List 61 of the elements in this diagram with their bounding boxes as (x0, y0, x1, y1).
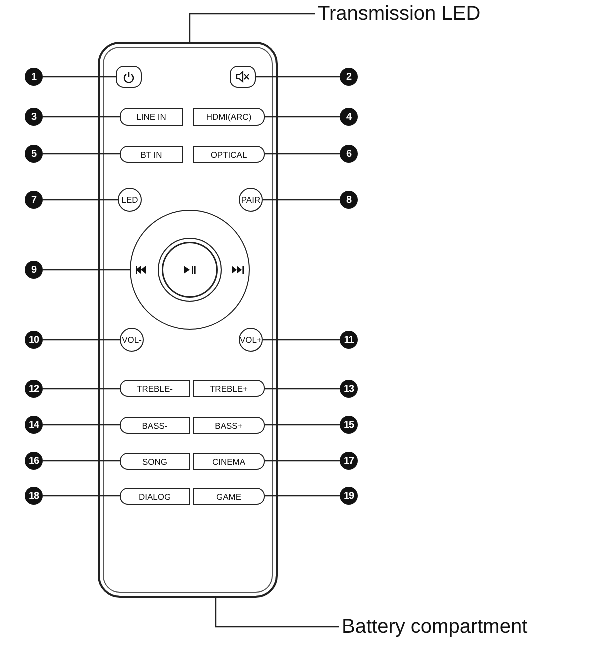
callout-number: 19 (340, 487, 358, 505)
callout-number: 11 (340, 331, 358, 349)
mode-button: GAME (193, 488, 265, 505)
leader-line (43, 116, 120, 118)
leader-line (43, 76, 116, 78)
volume-button: VOL+ (239, 328, 263, 352)
leader-line (265, 153, 340, 155)
tone-button: TREBLE- (120, 380, 190, 397)
callout-number: 10 (25, 331, 43, 349)
leader-line (256, 76, 340, 78)
mute-button (230, 66, 256, 88)
callout-number: 8 (340, 191, 358, 209)
callout-number: 16 (25, 452, 43, 470)
leader-line (265, 116, 340, 118)
callout-label: Transmission LED (318, 2, 518, 26)
mode-button: CINEMA (193, 453, 265, 470)
input-button: BT IN (120, 146, 183, 163)
leader-line (265, 388, 340, 390)
callout-number: 7 (25, 191, 43, 209)
leader-line (43, 199, 118, 201)
leader-line (43, 495, 120, 497)
remote-control-body (98, 42, 278, 598)
leader-line (189, 13, 315, 42)
callout-number: 1 (25, 68, 43, 86)
tone-button: BASS+ (193, 417, 265, 434)
input-button: LINE IN (120, 108, 183, 126)
callout-number: 17 (340, 452, 358, 470)
callout-number: 3 (25, 108, 43, 126)
leader-line (43, 388, 120, 390)
callout-number: 9 (25, 261, 43, 279)
callout-label: Battery compartment (342, 614, 582, 640)
callout-number: 12 (25, 380, 43, 398)
callout-number: 14 (25, 416, 43, 434)
leader-line (215, 598, 339, 628)
power-button (116, 66, 142, 88)
leader-line (263, 199, 340, 201)
led-button: LED (118, 188, 142, 212)
callout-number: 2 (340, 68, 358, 86)
callout-number: 4 (340, 108, 358, 126)
input-button: OPTICAL (193, 146, 265, 163)
leader-line (265, 460, 340, 462)
callout-number: 13 (340, 380, 358, 398)
callout-number: 18 (25, 487, 43, 505)
volume-button: VOL- (120, 328, 144, 352)
input-button: HDMI(ARC) (193, 108, 265, 126)
leader-line (265, 424, 340, 426)
mode-button: SONG (120, 453, 190, 470)
leader-line (263, 339, 340, 341)
tone-button: BASS- (120, 417, 190, 434)
mode-button: DIALOG (120, 488, 190, 505)
callout-number: 15 (340, 416, 358, 434)
leader-line (265, 495, 340, 497)
pair-button: PAIR (239, 188, 263, 212)
leader-line (43, 460, 120, 462)
leader-line (43, 339, 120, 341)
callout-number: 6 (340, 145, 358, 163)
leader-line (43, 269, 130, 271)
leader-line (43, 153, 120, 155)
leader-line (43, 424, 120, 426)
callout-number: 5 (25, 145, 43, 163)
tone-button: TREBLE+ (193, 380, 265, 397)
